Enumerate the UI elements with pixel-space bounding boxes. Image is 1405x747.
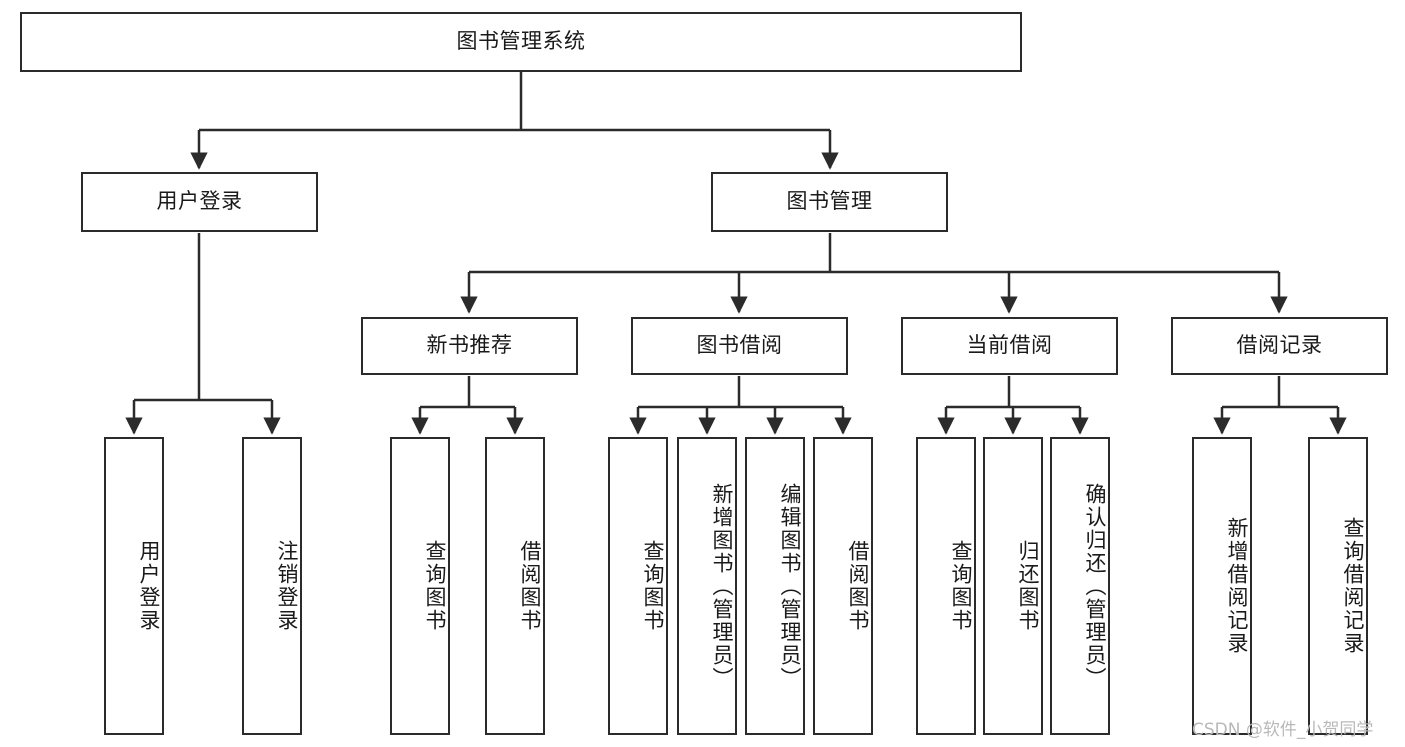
node-leaf-confirm-return-label: 确认归还（管理员）	[1083, 482, 1107, 690]
node-book-manage[interactable]: 图书管理	[711, 172, 948, 232]
node-leaf-borrow-book-b-label: 借阅图书	[846, 540, 870, 632]
node-user-login[interactable]: 用户登录	[81, 172, 318, 232]
node-leaf-query-book-a-label: 查询图书	[423, 540, 447, 632]
node-book-borrow-label: 图书借阅	[696, 333, 783, 358]
node-leaf-user-login-label: 用户登录	[137, 540, 161, 632]
node-leaf-add-record[interactable]: 新增借阅记录	[1192, 437, 1252, 735]
node-current-borrow[interactable]: 当前借阅	[901, 317, 1118, 375]
node-leaf-query-book-b-label: 查询图书	[641, 540, 665, 632]
node-leaf-borrow-book-a-label: 借阅图书	[518, 540, 542, 632]
node-leaf-query-book-b[interactable]: 查询图书	[608, 437, 668, 735]
node-leaf-borrow-book-a[interactable]: 借阅图书	[485, 437, 545, 735]
node-user-login-label: 用户登录	[156, 189, 243, 214]
node-leaf-add-book-label: 新增图书（管理员）	[710, 482, 734, 690]
watermark: CSDN @软件_小贺同学	[1192, 720, 1374, 740]
node-leaf-add-book[interactable]: 新增图书（管理员）	[677, 437, 737, 735]
node-borrow-record-label: 借阅记录	[1236, 333, 1323, 358]
node-root-label: 图书管理系统	[456, 29, 586, 54]
node-leaf-confirm-return[interactable]: 确认归还（管理员）	[1050, 437, 1110, 735]
node-leaf-return-book-label: 归还图书	[1016, 540, 1040, 632]
node-root[interactable]: 图书管理系统	[20, 12, 1022, 72]
node-borrow-record[interactable]: 借阅记录	[1171, 317, 1388, 375]
node-leaf-borrow-book-b[interactable]: 借阅图书	[813, 437, 873, 735]
node-leaf-logout-label: 注销登录	[275, 540, 299, 632]
node-new-book-recommend[interactable]: 新书推荐	[361, 317, 578, 375]
node-book-borrow[interactable]: 图书借阅	[631, 317, 848, 375]
node-leaf-query-book-c-label: 查询图书	[949, 540, 973, 632]
node-leaf-add-record-label: 新增借阅记录	[1225, 517, 1249, 655]
node-new-book-recommend-label: 新书推荐	[426, 333, 513, 358]
node-leaf-query-book-a[interactable]: 查询图书	[390, 437, 450, 735]
node-leaf-edit-book-label: 编辑图书（管理员）	[778, 482, 802, 690]
node-leaf-query-record-label: 查询借阅记录	[1341, 517, 1365, 655]
node-book-manage-label: 图书管理	[786, 189, 873, 214]
node-leaf-query-record[interactable]: 查询借阅记录	[1308, 437, 1368, 735]
node-leaf-logout[interactable]: 注销登录	[242, 437, 302, 735]
node-leaf-edit-book[interactable]: 编辑图书（管理员）	[745, 437, 805, 735]
node-leaf-user-login[interactable]: 用户登录	[104, 437, 164, 735]
node-leaf-return-book[interactable]: 归还图书	[983, 437, 1043, 735]
node-leaf-query-book-c[interactable]: 查询图书	[916, 437, 976, 735]
node-current-borrow-label: 当前借阅	[966, 333, 1053, 358]
